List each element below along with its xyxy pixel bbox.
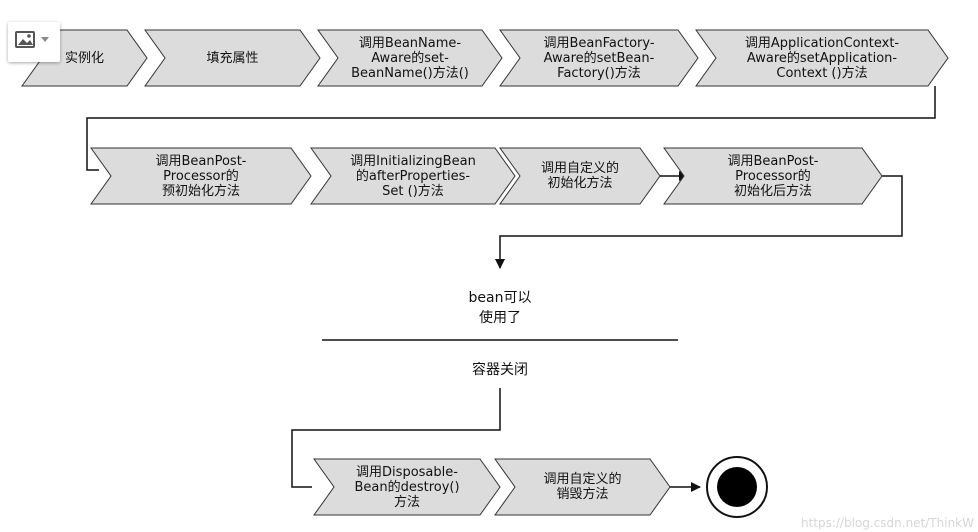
connector-row1-row2 [86,86,936,171]
end-node-inner [717,467,757,507]
step-bean-name-aware-shape [317,29,503,87]
image-widget[interactable] [8,22,60,62]
step-custom-init: 调用自定义的 初始化方法 [540,161,619,191]
step-bean-factory-aware-shape [499,29,699,87]
step-instantiate: 实例化 [64,50,104,66]
step-application-context-aware: 调用ApplicationContext- Aware的setApplicati… [744,35,900,81]
step-bean-name-aware: 调用BeanName- Aware的set- BeanName()方法() [351,35,469,81]
step-post-processor-before-init: 调用BeanPost- Processor的 预初始化方法 [155,153,247,199]
step-post-processor-before-init-shape [90,147,312,205]
step-disposable-bean: 调用Disposable- Bean的destroy() 方法 [354,464,460,510]
step-custom-destroy-shape [494,458,671,516]
state-bean-ready: bean可以 使用了 [468,290,532,326]
connector-to-destroy [291,388,501,488]
watermark: https://blog.csdn.net/ThinkW [800,516,974,530]
step-post-processor-after-init-shape [663,147,883,205]
step-populate-properties-shape [144,29,321,87]
step-initializing-bean: 调用InitializingBean 的afterProperties- Set… [350,153,476,199]
state-container-close: 容器关闭 [472,362,528,378]
step-disposable-bean-shape [313,458,501,516]
step-post-processor-after-init: 调用BeanPost- Processor的 初始化后方法 [727,153,819,199]
caret-down-icon[interactable] [40,36,50,44]
step-bean-factory-aware: 调用BeanFactory- Aware的setBean- Factory()方… [543,35,655,81]
step-application-context-aware-shape [695,29,949,87]
connector-to-bean-ready [495,175,903,269]
step-initializing-bean-shape [310,147,516,205]
step-populate-properties: 填充属性 [206,50,259,66]
image-icon [15,31,35,48]
step-custom-destroy: 调用自定义的 销毁方法 [543,472,622,502]
step-custom-init-shape [499,147,661,205]
